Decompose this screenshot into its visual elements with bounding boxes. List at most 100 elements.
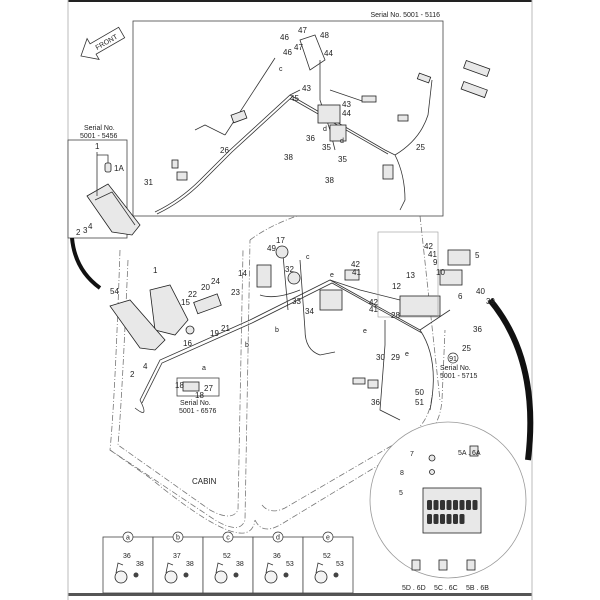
part-callout: 42 bbox=[351, 260, 360, 269]
clamp-part-number: 37 bbox=[173, 553, 181, 560]
fuse-serial-line1: Serial No. bbox=[440, 365, 471, 372]
fuse-slot bbox=[446, 514, 452, 524]
clamp-icon bbox=[164, 570, 178, 584]
detail-letter: c bbox=[226, 535, 230, 542]
part-callout: 14 bbox=[238, 269, 247, 278]
part-callout: 41 bbox=[352, 268, 361, 277]
bolt-icon bbox=[233, 572, 239, 578]
main-harness bbox=[134, 231, 471, 421]
bolt-icon bbox=[333, 572, 339, 578]
part-callout: 23 bbox=[231, 288, 240, 297]
fuse-slot bbox=[427, 514, 432, 524]
clamp-icon bbox=[114, 570, 128, 584]
part-callout: 10 bbox=[436, 268, 445, 277]
part-callout: 1 bbox=[95, 142, 100, 151]
part-callout: 25 bbox=[416, 143, 425, 152]
part-callout: 41 bbox=[369, 305, 378, 314]
part-callout: 51 bbox=[415, 398, 424, 407]
part-callout: 13 bbox=[406, 271, 415, 280]
part-callout: 2 bbox=[76, 228, 81, 237]
ref-91: 91 bbox=[449, 356, 457, 363]
part-callout: 48 bbox=[320, 31, 329, 40]
part-callout: 31 bbox=[144, 178, 153, 187]
part-callout: 43 bbox=[342, 100, 351, 109]
fuse-slot bbox=[427, 500, 432, 510]
fuse-slot bbox=[433, 514, 439, 524]
lamp-serial-line1: Serial No. bbox=[84, 125, 115, 132]
fuse-slot bbox=[433, 500, 439, 510]
front-direction-arrow: FRONT bbox=[80, 26, 126, 60]
part-callout: e bbox=[405, 351, 409, 358]
callout-arc-left bbox=[70, 237, 102, 290]
detail-letter: e bbox=[326, 535, 330, 542]
part-callout: 46 bbox=[280, 33, 289, 42]
detail-letter-circle bbox=[172, 531, 184, 543]
part-callout: 40 bbox=[476, 287, 485, 296]
fuse-detail-label: 5 bbox=[399, 490, 403, 497]
page-top-edge bbox=[68, 0, 532, 2]
bolt-part-number: 53 bbox=[336, 561, 344, 568]
part-callout: 43 bbox=[302, 84, 311, 93]
part-callout: 50 bbox=[415, 388, 424, 397]
part-callout: 18 bbox=[195, 391, 204, 400]
clamp-part-number: 52 bbox=[323, 553, 331, 560]
fuse-slot bbox=[459, 514, 465, 524]
part-callout: 27 bbox=[204, 384, 213, 393]
clamp-part-number: 52 bbox=[223, 553, 231, 560]
part-callout: 49 bbox=[267, 244, 276, 253]
part-callout: 54 bbox=[110, 287, 119, 296]
clamp-icon bbox=[264, 570, 278, 584]
fuse-slot bbox=[453, 500, 458, 510]
part-callout: 18 bbox=[175, 381, 184, 390]
part-callout: 20 bbox=[201, 283, 210, 292]
part-callout: e bbox=[330, 272, 334, 279]
part-callout: 29 bbox=[391, 353, 400, 362]
switch-serial-line1: Serial No. bbox=[180, 400, 211, 407]
part-callout: 26 bbox=[220, 146, 229, 155]
room-lamp-main bbox=[109, 284, 189, 351]
page-bottom-edge bbox=[68, 593, 532, 596]
part-callout: 34 bbox=[305, 307, 314, 316]
clamp-part-number: 36 bbox=[273, 553, 281, 560]
part-callout: a bbox=[202, 365, 206, 372]
ref-circle-91 bbox=[447, 352, 459, 364]
part-callout: b bbox=[245, 342, 249, 349]
fuse-slot bbox=[472, 500, 478, 510]
detail-letter-circle bbox=[322, 531, 334, 543]
clamp-part-number: 36 bbox=[123, 553, 131, 560]
cabin-label: CABIN bbox=[192, 477, 217, 486]
clamp-detail-cell bbox=[152, 536, 204, 594]
switch-serial-line2: 5001 - 6576 bbox=[179, 408, 216, 415]
part-callout: 17 bbox=[276, 236, 285, 245]
part-callout: 47 bbox=[298, 26, 307, 35]
part-callout: 38 bbox=[284, 153, 293, 162]
clamp-detail-cell bbox=[102, 536, 154, 594]
fuse-icon bbox=[469, 445, 479, 457]
switch-panel bbox=[193, 293, 222, 315]
clamp-detail-cell bbox=[252, 536, 304, 594]
part-callout: 46 bbox=[283, 48, 292, 57]
part-callout: 36 bbox=[473, 325, 482, 334]
part-callout: 9 bbox=[433, 258, 438, 267]
bolt-part-number: 38 bbox=[236, 561, 244, 568]
detail-letter: b bbox=[176, 535, 180, 542]
detail-letter: d bbox=[276, 535, 280, 542]
part-callout: 42 bbox=[424, 242, 433, 251]
part-callout: 42 bbox=[369, 298, 378, 307]
part-callout: 5 bbox=[475, 251, 480, 260]
fuse-icon bbox=[466, 559, 476, 571]
detail-letter-circle bbox=[272, 531, 284, 543]
clamp-detail-cell bbox=[302, 536, 354, 594]
part-callout: 32 bbox=[285, 265, 294, 274]
fuse-slot bbox=[440, 500, 445, 510]
fuse-detail-label: 8 bbox=[400, 470, 404, 477]
part-callout: d bbox=[323, 126, 327, 133]
top-harness bbox=[154, 34, 491, 215]
bolt-icon bbox=[183, 572, 189, 578]
fuse-detail-label: 5C . 6C bbox=[434, 585, 458, 592]
fuse-slot bbox=[453, 514, 458, 524]
fuse-serial-line2: 5001 - 5715 bbox=[440, 373, 477, 380]
part-callout: 1A bbox=[114, 164, 124, 173]
